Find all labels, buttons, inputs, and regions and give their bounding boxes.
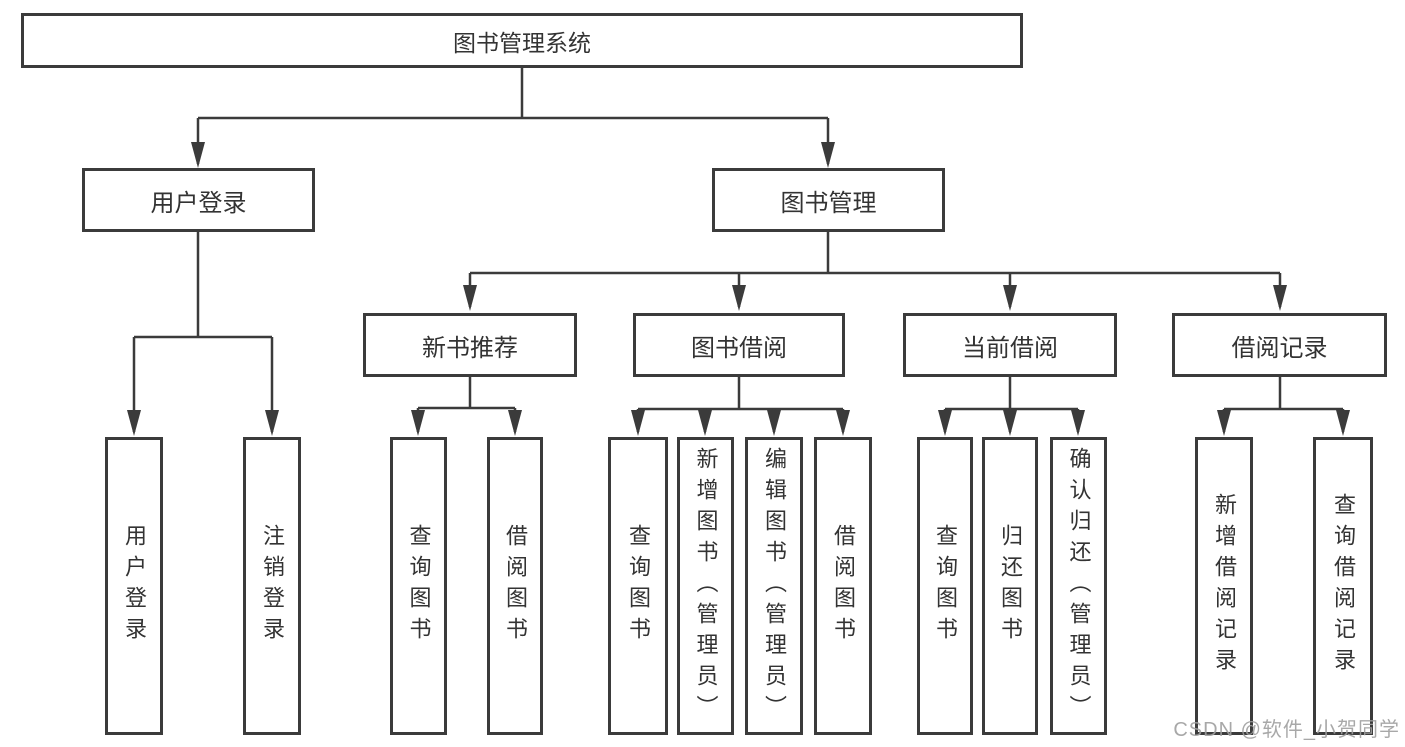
node-user-login: 用户登录 [82, 168, 315, 232]
leaf-query-books-current: 查询图书 [917, 437, 973, 735]
leaf-query-books-borrow: 查询图书 [608, 437, 668, 735]
leaf-query-borrow-record: 查询借阅记录 [1313, 437, 1373, 735]
leaf-logout: 注销登录 [243, 437, 301, 735]
leaf-user-login: 用户登录 [105, 437, 163, 735]
watermark: CSDN @软件_小贺同学 [1173, 719, 1400, 741]
leaf-confirm-return-admin: 确认归还（管理员） [1050, 437, 1107, 735]
leaf-borrow-books-borrow: 借阅图书 [814, 437, 872, 735]
leaf-add-book-admin: 新增图书（管理员） [677, 437, 734, 735]
node-book-borrowing: 图书借阅 [633, 313, 845, 377]
leaf-return-book: 归还图书 [982, 437, 1038, 735]
connector-new-book-recommendation [411, 377, 522, 436]
node-book-management: 图书管理 [712, 168, 945, 232]
leaf-add-borrow-record: 新增借阅记录 [1195, 437, 1253, 735]
node-new-book-recommendation: 新书推荐 [363, 313, 577, 377]
connector-book-borrowing [631, 377, 850, 436]
connector-current-borrowing [938, 377, 1085, 436]
node-library-system: 图书管理系统 [21, 13, 1023, 68]
connector-book-management [463, 232, 1287, 311]
leaf-borrow-books-recommend: 借阅图书 [487, 437, 543, 735]
leaf-edit-book-admin: 编辑图书（管理员） [745, 437, 803, 735]
node-borrowing-records: 借阅记录 [1172, 313, 1387, 377]
connector-user-login [127, 232, 279, 436]
node-current-borrowing: 当前借阅 [903, 313, 1117, 377]
connector-root [191, 68, 835, 168]
connector-borrowing-records [1217, 377, 1350, 436]
leaf-query-books-recommend: 查询图书 [390, 437, 447, 735]
